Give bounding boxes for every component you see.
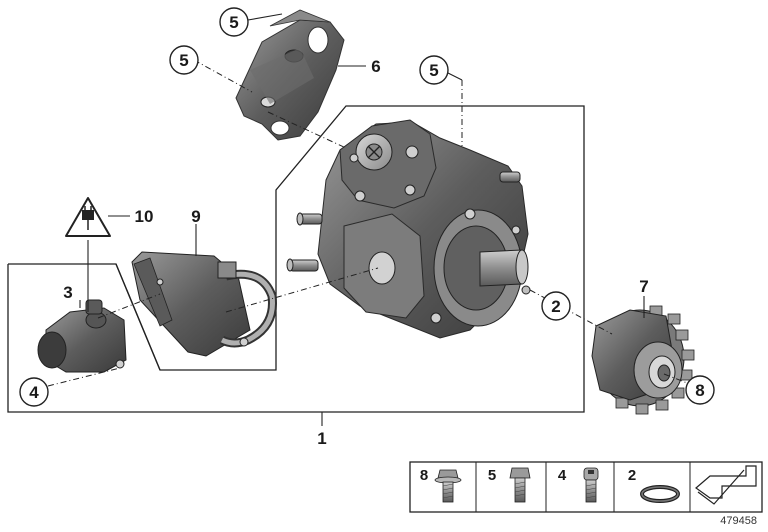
flange-bolt-icon (434, 469, 462, 503)
callout-6: 6 (371, 57, 380, 76)
axis-line-bracket (193, 59, 253, 93)
svg-text:8: 8 (420, 467, 428, 484)
shield-bracket-part-9 (131, 251, 277, 357)
o-ring-icon (640, 485, 680, 503)
svg-text:2: 2 (628, 467, 636, 484)
legend-item-4: 4 (558, 467, 599, 503)
pump-body-part-1 (286, 119, 531, 339)
fuel-inlet-nozzle (296, 212, 323, 226)
callout-5-top: 5 (219, 7, 249, 37)
svg-text:2: 2 (551, 297, 560, 316)
diagram-reference-number: 479458 (720, 515, 757, 527)
legend-item-5: 5 (488, 467, 531, 503)
axis-line-shaft-sprocket (529, 289, 613, 335)
svg-text:5: 5 (488, 467, 496, 484)
legend-item-2: 2 (628, 467, 680, 503)
leader-5c (445, 71, 463, 81)
fuel-return-nozzle (286, 258, 319, 272)
svg-text:1: 1 (317, 429, 326, 448)
callout-10: 10 (135, 207, 154, 226)
callout-7: 7 (639, 277, 648, 296)
callout-5-right: 5 (419, 55, 449, 85)
sprocket-part-7 (591, 305, 695, 415)
axis-line-sensor-shield (97, 293, 161, 319)
callout-4: 4 (19, 377, 49, 407)
svg-text:5: 5 (179, 51, 188, 70)
axis-line-bracket-pump (267, 111, 347, 149)
bracket-part-6 (235, 9, 345, 141)
direction-arrow-icon (695, 465, 757, 505)
svg-text:7: 7 (639, 277, 648, 296)
svg-text:5: 5 (229, 13, 238, 32)
leader-5a (247, 13, 283, 21)
callout-5-left: 5 (169, 45, 199, 75)
svg-text:3: 3 (63, 283, 72, 302)
callout-9: 9 (191, 207, 200, 226)
sensor-part-3 (37, 299, 127, 373)
svg-text:10: 10 (135, 207, 154, 226)
callout-3: 3 (63, 283, 72, 302)
svg-text:5: 5 (429, 61, 438, 80)
callout-2: 2 (541, 291, 571, 321)
callout-8: 8 (685, 375, 715, 405)
svg-text:9: 9 (191, 207, 200, 226)
svg-text:6: 6 (371, 57, 380, 76)
svg-text:8: 8 (695, 381, 704, 400)
svg-text:4: 4 (29, 383, 39, 402)
group-frame-9 (115, 263, 161, 371)
legend-item-8: 8 (420, 467, 462, 503)
axis-line-sensor-4 (47, 367, 121, 387)
callout-1: 1 (317, 429, 326, 448)
axis-line-shield-pump (225, 267, 379, 313)
fastener-legend: 8 5 4 2 (409, 461, 763, 513)
socket-screw-icon (583, 467, 599, 503)
electrical-warning-icon (65, 197, 111, 237)
svg-text:4: 4 (558, 467, 567, 484)
hex-bolt-icon (509, 467, 531, 503)
